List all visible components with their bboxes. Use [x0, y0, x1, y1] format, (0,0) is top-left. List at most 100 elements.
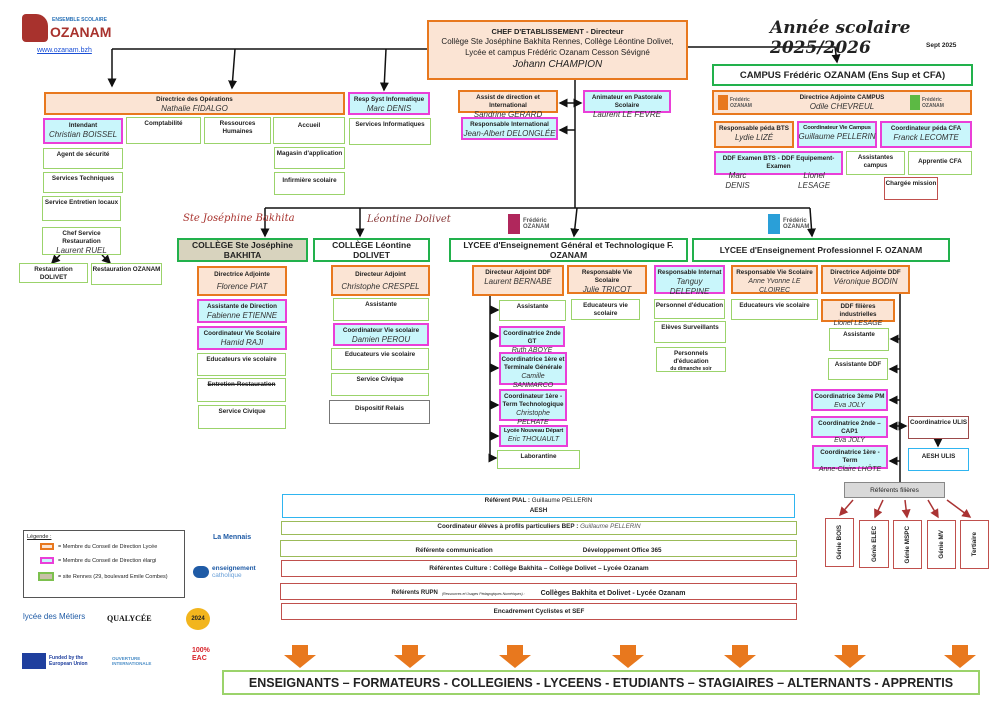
bakhita-title: COLLÈGE Ste Joséphine BAKHITA — [177, 238, 308, 262]
lgt-internat-title: Responsable Internat — [657, 269, 722, 276]
filiere-label: Tertiaire — [971, 532, 978, 557]
website-link[interactable]: www.ozanam.bzh — [37, 47, 92, 54]
filiere-label: Génie MV — [938, 530, 945, 559]
bep-name: Guillaume PELLERIN — [580, 523, 641, 530]
bakhita-civique: Service Civique — [198, 405, 286, 429]
chargee-mission: Chargée mission — [884, 177, 938, 200]
ozanam-gt-logo-icon — [508, 214, 520, 234]
vie-campus-name: Guillaume PELLERIN — [798, 131, 876, 141]
bakhita-coord-title: Coordinateur Vie Scolaire — [203, 330, 281, 337]
pro-assistante: Assistante — [829, 328, 889, 351]
rupn-value: Collèges Bakhita et Dolivet - Lycée Ozan… — [540, 589, 686, 597]
intendant-name: Christian BOISSEL — [48, 129, 118, 139]
eac-logo: 100% EAC — [192, 647, 210, 663]
label-2024-logo: 2024 — [186, 608, 210, 630]
comptabilite: Comptabilité — [126, 117, 201, 144]
lgt-title: LYCEE d'Enseignement Général et Technolo… — [449, 238, 688, 262]
ddf-examen-box: DDF Examen BTS - DDF Equipement-Examen M… — [714, 151, 843, 190]
bakhita-coord-name: Hamid RAJI — [220, 337, 264, 347]
coordinatrice-ulis: Coordinatrice ULIS — [908, 416, 969, 439]
footer-banner: ENSEIGNANTS – FORMATEURS - COLLEGIENS - … — [222, 670, 980, 695]
legend-item: = Membre du Conseil de Direction Lycée — [58, 543, 158, 550]
ozanam-pro-logo: Frédéric OZANAM — [783, 218, 810, 230]
legend-title: Légende : — [27, 534, 52, 540]
eu-flag-icon — [22, 653, 46, 669]
ddf-examen-title: DDF Examen BTS - DDF Equipement-Examen — [722, 155, 835, 170]
pro-educateurs: Educateurs vie scolaire — [731, 299, 818, 320]
bep-band: Coordinateur élèves à profils particulie… — [281, 521, 797, 535]
office-label: Développement Office 365 — [582, 547, 662, 554]
pro-ddf-name: Lionel LESAGE — [833, 319, 883, 327]
lgt-director-title: Directeur Adjoint DDF — [485, 269, 551, 276]
communication-label: Référente communication — [415, 547, 493, 554]
campus-logo-text: Frédéric OZANAM — [730, 97, 752, 109]
lgt-personnel: Personnel d'éducation — [654, 299, 725, 319]
chef-name: Johann CHAMPION — [512, 59, 603, 71]
pro-vs-title: Responsable Vie Scolaire — [736, 269, 813, 276]
dolivet-logo: Léontine Dolivet — [367, 214, 451, 225]
aesh-label: AESH — [529, 507, 548, 514]
cyclistes-band: Encadrement Cyclistes et SEF — [281, 603, 797, 620]
infirmiere: Infirmière scolaire — [274, 172, 345, 195]
pial-label: Référent PIAL : — [484, 497, 531, 504]
cfa-name: Franck LECOMTE — [893, 132, 959, 142]
lgt-vs-name: Julie TRICOT — [582, 284, 632, 294]
pial-band: Référent PIAL : Guillaume PELLERIN AESH — [282, 494, 795, 518]
lgt-lnd-name: Eric THOUAULT — [507, 435, 560, 443]
assist-direction-name: Sandrine GERARD — [473, 109, 543, 119]
rupn-band: Référents RUPN(Ressources et Usages Péda… — [280, 583, 797, 600]
qualycee-logo: QUALYCÉE — [107, 614, 152, 623]
ouverture-internationale-logo: OUVERTURE INTERNATIONALE — [112, 656, 152, 667]
pro-ddf-title: DDF filières industrielles — [839, 303, 877, 318]
pro-vs-name: Anne Yvonne LE CLOIREC — [748, 277, 801, 294]
operations-title: Directrice des Opérations — [156, 96, 233, 103]
restauration-dolivet: Restauration DOLIVET — [19, 263, 88, 283]
lgt-c2-title: Coordinatrice 2nde GT — [503, 330, 561, 345]
pro-director-title: Directrice Adjointe DDF — [830, 269, 901, 276]
dolivet-director-name: Christophe CRESPEL — [341, 281, 420, 291]
assist-direction-title: Assist de direction et International — [476, 94, 540, 109]
chef-box: CHEF D'ETABLISSEMENT - Directeur Collège… — [427, 20, 688, 80]
dolivet-coord-name: Damien PEROU — [351, 334, 411, 344]
eu-funded-logo: Funded by the European Union — [49, 655, 88, 667]
pro-c1-title: Coordinatrice 1ère - Term — [820, 449, 880, 464]
culture-band: Référentes Culture : Collège Bakhita – C… — [281, 560, 797, 577]
ressources-humaines: Ressources Humaines — [204, 117, 271, 144]
filiere-box: Génie MSPC — [893, 520, 922, 569]
dolivet-assistante: Assistante — [333, 298, 429, 321]
lgt-c1t-name: Christophe PELHATE — [516, 409, 550, 426]
ozanam-sup-logo-icon — [718, 95, 728, 110]
bakhita-entretien: Entretien-Restauration — [197, 378, 286, 402]
ec-text-2: catholique — [212, 572, 242, 580]
dolivet-director-title: Directeur Adjoint — [355, 270, 406, 278]
year-title: Année scolaire 2025/2026 — [770, 18, 911, 58]
international-name: Jean-Albert DELONGLÉE — [463, 128, 556, 138]
service-entretien: Service Entretien locaux — [42, 196, 121, 221]
rupn-label: Référents RUPN — [391, 590, 438, 596]
restauration-chef-title: Chef Service Restauration — [62, 230, 101, 245]
pial-name: Guillaume PELLERIN — [531, 497, 593, 504]
campus-director-name: Odile CHEVREUL — [809, 101, 875, 111]
ozanam-pro-logo-icon — [768, 214, 780, 234]
la-mennais-logo: La Mennais — [213, 534, 252, 541]
filiere-box: Génie MV — [927, 520, 956, 569]
pro-assistante-ddf: Assistante DDF — [828, 358, 888, 380]
chef-line1: Collège Ste Joséphine Bakhita Rennes, Co… — [441, 37, 674, 47]
logo-small-text: ENSEMBLE SCOLAIRE — [52, 17, 108, 23]
ozanam-gt-logo: Frédéric OZANAM — [523, 218, 550, 230]
vie-campus-title: Coordinateur Vie Campus — [803, 125, 871, 131]
